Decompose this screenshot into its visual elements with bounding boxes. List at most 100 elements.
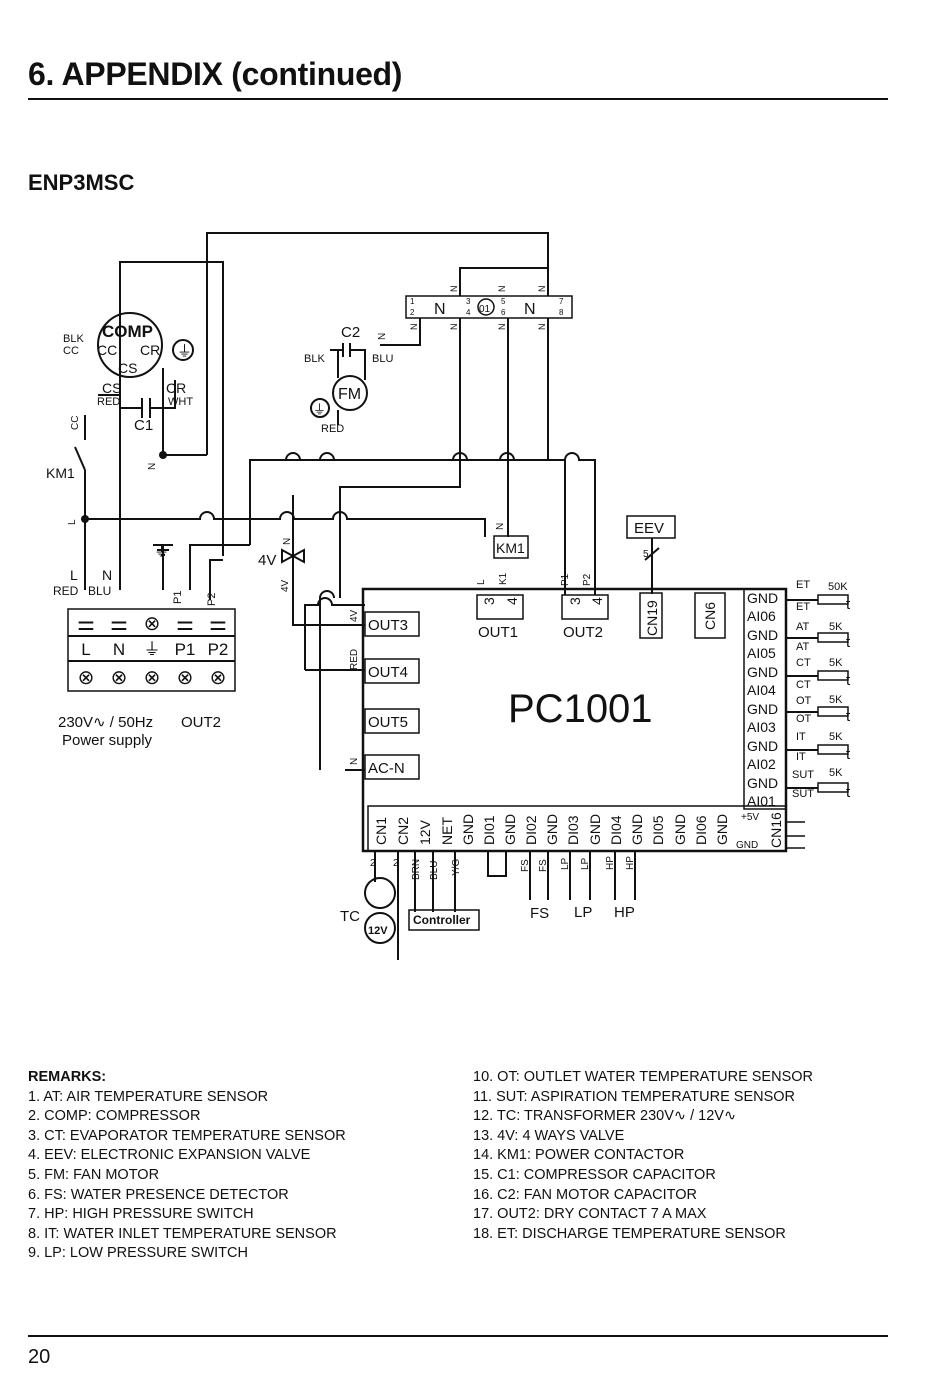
comp-wire-cr: CR	[166, 380, 186, 396]
comp-terminal-cs: CS	[118, 360, 137, 376]
remark-item: 3. CT: EVAPORATOR TEMPERATURE SENSOR	[28, 1127, 346, 1144]
comp-wire-red: RED	[97, 396, 120, 408]
contactor-km1: KM1	[46, 465, 75, 481]
relay-pin-8: 8	[559, 308, 564, 317]
port-out2: OUT2	[563, 624, 603, 641]
comp-wire-blk: BLK	[63, 333, 84, 345]
cable-brn: BRN	[411, 859, 422, 880]
capacitor-c1: C1	[134, 417, 153, 434]
model-name: ENP3MSC	[28, 170, 135, 195]
sensor-at-value: 5K	[829, 621, 843, 633]
svg-text:⊗: ⊗	[177, 667, 194, 689]
page-title: 6. APPENDIX (continued)	[28, 56, 403, 92]
port-cn19: CN19	[644, 600, 660, 636]
sensor-ot-top: OT	[796, 695, 812, 707]
remark-item: 2. COMP: COMPRESSOR	[28, 1108, 201, 1125]
svg-text:⊗: ⊗	[144, 667, 161, 689]
tb-out2-label: OUT2	[181, 714, 221, 731]
relay-pin-2: 2	[410, 308, 415, 317]
tb-wire-l: L	[70, 567, 78, 583]
switch-lp-tag-2: LP	[580, 857, 591, 870]
comp-name: COMP	[102, 322, 153, 341]
tb-wire-blu: BLU	[88, 584, 111, 598]
bottom-pin-di04: DI04	[608, 815, 624, 845]
thermistor-ct-icon: t	[846, 672, 851, 689]
wire-tag-n-left: N	[147, 463, 158, 470]
remark-item: 16. C2: FAN MOTOR CAPACITOR	[473, 1186, 697, 1203]
cn16-5v-label: +5V	[741, 812, 759, 823]
bottom-pin-di03: DI03	[565, 815, 581, 845]
relay-tag-n5: N	[449, 286, 459, 293]
out4-red-tag: RED	[349, 649, 360, 670]
sensor-it-top: IT	[796, 731, 806, 743]
switch-lp-label: LP	[574, 904, 592, 921]
cable-blu: BLU	[429, 861, 440, 880]
thermistor-it-icon: t	[846, 746, 851, 763]
sensor-sut-top: SUT	[792, 769, 814, 781]
bottom-pin-di05: DI05	[650, 815, 666, 845]
svg-text:⊗: ⊗	[210, 667, 227, 689]
acn-n-tag: N	[349, 758, 360, 765]
bottom-pin-di06: DI06	[693, 815, 709, 845]
relay-n-left: N	[434, 301, 446, 318]
relay-pin-1: 1	[410, 297, 415, 306]
bottom-pin-gnd-5: GND	[629, 814, 645, 845]
svg-text:⊗: ⊗	[78, 667, 95, 689]
relay-tag-n2: N	[449, 324, 459, 331]
tb-label-n: N	[113, 640, 125, 659]
bottom-pin-gnd-7: GND	[714, 814, 730, 845]
comp-cc-tag: CC	[70, 416, 81, 430]
svg-text:⊗: ⊗	[111, 667, 128, 689]
fan-wire-red: RED	[321, 423, 344, 435]
valve-n-tag: N	[282, 538, 293, 545]
remarks-right: 10. OT: OUTLET WATER TEMPERATURE SENSOR …	[473, 1068, 813, 1244]
port-out4: OUT4	[368, 664, 408, 681]
remark-item: 9. LP: LOW PRESSURE SWITCH	[28, 1245, 248, 1262]
fan-wire-blu: BLU	[372, 353, 393, 365]
sensor-ct-top: CT	[796, 657, 811, 669]
switch-hp-tag-1: HP	[605, 856, 616, 870]
km1-box-label: KM1	[496, 540, 525, 556]
thermistor-at-icon: t	[846, 634, 851, 651]
relay-pin-6: 6	[501, 308, 506, 317]
relay-coil: 01	[479, 304, 491, 315]
supply-label: 230V∿ / 50Hz	[58, 714, 153, 731]
out2-wire-p2: P2	[582, 573, 593, 586]
tb-wire-n: N	[102, 567, 112, 583]
remark-item: 5. FM: FAN MOTOR	[28, 1166, 160, 1183]
valve-4v-tag: 4V	[280, 579, 291, 592]
svg-text:⚌: ⚌	[110, 613, 128, 635]
sensor-ct-bottom: CT	[796, 679, 811, 691]
relay-pin-3: 3	[466, 297, 471, 306]
km1-n-tag: N	[495, 523, 506, 530]
fan-wire-blk: BLK	[304, 353, 325, 365]
controller-box-label: Controller	[413, 913, 471, 927]
out1-wire-k1: K1	[498, 572, 509, 585]
out1-pin-3: 3	[481, 597, 497, 605]
port-cn6: CN6	[702, 602, 718, 630]
relay-tag-n6: N	[497, 286, 507, 293]
tc-label: TC	[340, 908, 360, 925]
remark-item: 17. OUT2: DRY CONTACT 7 A MAX	[473, 1206, 707, 1223]
comp-ground-icon: ⏚	[177, 343, 192, 360]
remark-item: 13. 4V: 4 WAYS VALVE	[473, 1127, 625, 1144]
comp-wire-wht: WHT	[168, 396, 193, 408]
port-out5: OUT5	[368, 714, 408, 731]
bottom-pin-cn16: CN16	[768, 812, 784, 848]
right-pin-ai01: AI01	[747, 793, 776, 809]
sensor-et-value: 50K	[828, 581, 848, 593]
tb-wire-red: RED	[53, 584, 79, 598]
footer-rule	[28, 1335, 888, 1337]
right-pin-ai04: AI04	[747, 682, 776, 698]
right-pin-gnd-5: GND	[747, 738, 778, 754]
out1-wire-l: L	[476, 579, 487, 585]
right-pin-ai06: AI06	[747, 608, 776, 624]
wiring-diagram: ⚌⚌⊗⚌⚌ ⊗⊗⊗⊗⊗ L N ⏚ P1 P2 L N RED BLU P1 P…	[46, 232, 851, 960]
svg-text:⊗: ⊗	[144, 613, 161, 635]
bottom-pin-cn1: CN1	[373, 817, 389, 845]
tb-wire-p1: P1	[172, 591, 184, 604]
svg-text:⚌: ⚌	[176, 613, 194, 635]
relay-tag-n3: N	[497, 324, 507, 331]
tc-cable-count-1: 2	[370, 858, 376, 869]
bottom-pin-net: NET	[439, 817, 455, 845]
